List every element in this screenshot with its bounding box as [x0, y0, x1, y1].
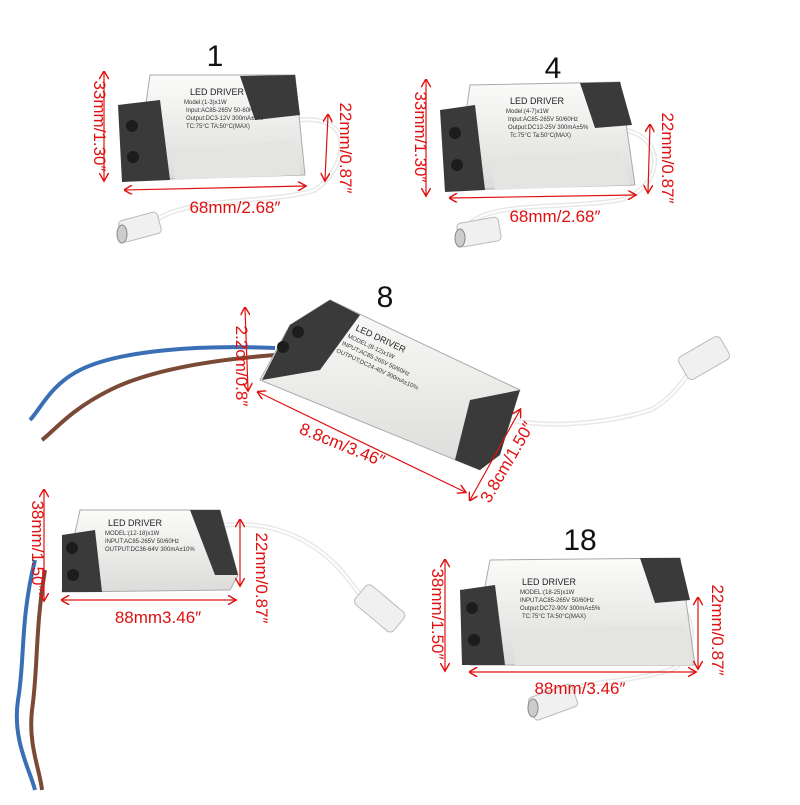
- length-dimension: 68mm/2.68″: [189, 198, 280, 217]
- length-dimension: 68mm/2.68″: [509, 207, 600, 226]
- length-dimension: 88mm/3.46″: [534, 679, 625, 698]
- side-dimension: 22mm/0.87″: [658, 112, 677, 203]
- driver-input: Input:AC85-265V 50/60Hz: [508, 117, 578, 123]
- driver-label: LED DRIVER: [510, 96, 565, 106]
- driver-4: 4 LED DRIVER Model:(4-7)x1W Input:AC85-2…: [411, 52, 677, 248]
- driver-number: 1: [207, 40, 224, 73]
- driver-model: Model:(1-3)x1W: [184, 100, 227, 106]
- height-dimension: 38mm/1.50″: [428, 568, 447, 659]
- driver-temp: TC:75°C TA:50°C(MAX): [186, 124, 250, 130]
- driver-output: OUTPUT:DC36-64V 300mA±10%: [105, 547, 195, 553]
- driver-temp: Tc:75°C Ta:50°C(MAX): [510, 133, 571, 139]
- driver-input: Input:AC85-265V 50-60Hz: [186, 108, 256, 114]
- height-dimension: 2.2cm/0.8″: [232, 326, 251, 407]
- driver-input: INPUT:AC85-265V 50/60Hz: [105, 539, 179, 545]
- height-dimension: 33mm/1.30″: [411, 91, 430, 182]
- driver-input: INPUT:AC85-265V 50/60Hz: [520, 598, 594, 604]
- driver-model: Model:(4-7)x1W: [506, 109, 549, 115]
- driver-18: 18 LED DRIVER MODEL:(18-25)x1W INPUT:AC8…: [428, 524, 727, 721]
- driver-number: 4: [545, 52, 562, 85]
- driver-8: 8 LED DRIVER MODEL:(8-12)x1W INPUT:AC85-…: [28, 281, 730, 506]
- driver-model: MODEL:(12-18)x1W: [105, 531, 160, 537]
- length-dimension: 88mm3.46″: [115, 608, 201, 627]
- driver-label: LED DRIVER: [190, 87, 245, 97]
- driver-temp: TC:75°C TA:50°C(MAX): [522, 614, 586, 620]
- side-dimension: 22mm/0.87″: [336, 102, 355, 193]
- driver-output: Output:DC3-12V 300mA±5%: [186, 116, 264, 122]
- side-dimension: 22mm/0.87″: [252, 532, 271, 623]
- driver-label: LED DRIVER: [522, 577, 577, 587]
- driver-number: 8: [377, 281, 394, 314]
- height-dimension: 33mm/1.30″: [90, 80, 109, 171]
- driver-model: MODEL:(18-25)x1W: [520, 590, 575, 596]
- driver-label: LED DRIVER: [108, 518, 163, 528]
- driver-output: Output:DC12-25V 300mA±5%: [508, 125, 589, 131]
- driver-12: LED DRIVER MODEL:(12-18)x1W INPUT:AC85-2…: [14, 490, 406, 791]
- driver-number: 18: [563, 524, 596, 557]
- driver-1: 1 LED DRIVER Model:(1-3)x1W Input:AC85-2…: [90, 40, 355, 244]
- height-dimension: 38mm/1.50″: [28, 500, 47, 591]
- driver-output: Output:DC72-90V 300mA±5%: [520, 606, 601, 612]
- side-dimension: 22mm/0.87″: [708, 584, 727, 675]
